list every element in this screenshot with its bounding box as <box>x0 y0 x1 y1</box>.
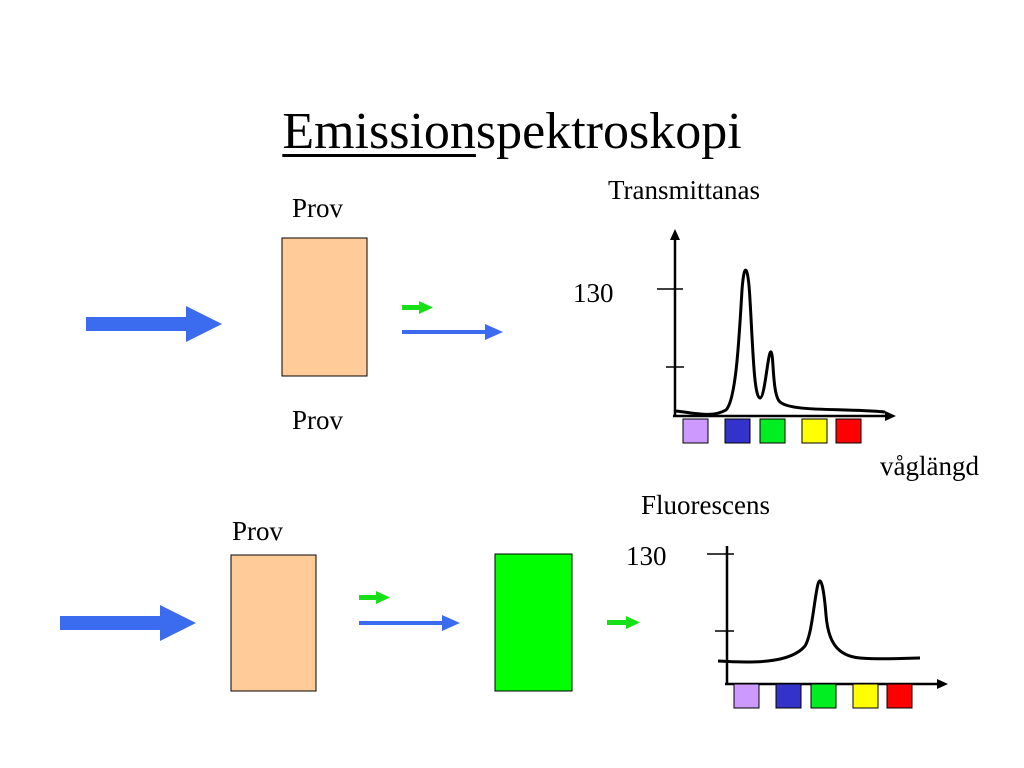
green-swatch-bottom <box>810 683 837 709</box>
green-filter <box>494 553 573 692</box>
fluorescence-graph <box>707 546 948 689</box>
green-swatch <box>759 418 786 444</box>
blue-swatch-bottom <box>775 683 802 709</box>
transmittance-axis-label: Transmittanas <box>608 175 761 205</box>
transmittance-graph <box>657 229 896 421</box>
red-swatch-bottom <box>886 683 913 709</box>
top-panel <box>86 229 896 444</box>
transmittance-curve <box>675 268 886 416</box>
incident-light-arrow-bottom <box>60 605 196 641</box>
fluorescence-curve <box>717 579 921 664</box>
emitted-green-arrow <box>402 301 433 314</box>
violet-swatch <box>682 418 709 444</box>
wavelength-axis-label: våglängd <box>880 451 979 481</box>
title-underlined-part: Emission <box>282 103 476 160</box>
title-rest: spektroskopi <box>475 103 742 160</box>
transmitted-blue-arrow <box>402 324 503 340</box>
violet-swatch-bottom <box>733 683 760 709</box>
slide-title: Emissionspektroskopi <box>0 100 1024 164</box>
bottom-panel <box>60 546 948 709</box>
emitted-green-arrow-bottom <box>359 591 390 604</box>
incident-light-arrow <box>86 306 222 342</box>
transmitted-blue-arrow-bottom <box>359 615 460 631</box>
red-swatch <box>835 418 862 444</box>
yellow-swatch-bottom <box>852 683 879 709</box>
top-wavelength-swatches <box>682 418 862 444</box>
fluorescence-axis-label: Fluorescens <box>641 490 770 520</box>
yellow-swatch <box>801 418 828 444</box>
filtered-green-arrow <box>607 616 640 629</box>
blue-swatch <box>724 418 751 444</box>
fluorescence-tick-label: 130 <box>626 541 667 571</box>
top-sample-label-below: Prov <box>292 405 344 435</box>
sample-cuvette-bottom <box>230 554 317 692</box>
sample-cuvette <box>281 237 368 377</box>
transmittance-tick-label: 130 <box>573 278 614 308</box>
top-sample-label-above: Prov <box>292 193 344 223</box>
bottom-wavelength-swatches <box>733 683 913 709</box>
bottom-sample-label: Prov <box>232 516 284 546</box>
